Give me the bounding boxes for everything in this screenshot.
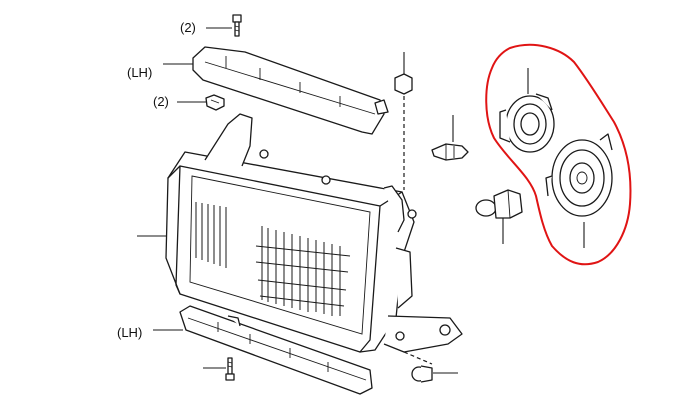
- clip-quantity-label: (2): [153, 94, 169, 109]
- grommet: [403, 351, 458, 383]
- headlamp-assembly: [137, 113, 463, 353]
- top-bolt: [206, 14, 242, 37]
- headlight-bulb: [475, 189, 523, 244]
- upper-retainer: [163, 46, 389, 135]
- clip: [177, 94, 225, 111]
- bottom-bolt: [203, 357, 235, 381]
- parking-bulb: [431, 115, 469, 161]
- bulb-socket-upper: [499, 68, 555, 153]
- bolt-quantity-label: (2): [180, 20, 196, 35]
- retainer-nut: [394, 52, 413, 190]
- lower-retainer-side-label: (LH): [117, 325, 143, 340]
- upper-retainer-side-label: (LH): [127, 65, 153, 80]
- bulb-socket-lower: [545, 133, 613, 248]
- lower-retainer: [153, 305, 373, 395]
- highlight-outline: [485, 43, 632, 266]
